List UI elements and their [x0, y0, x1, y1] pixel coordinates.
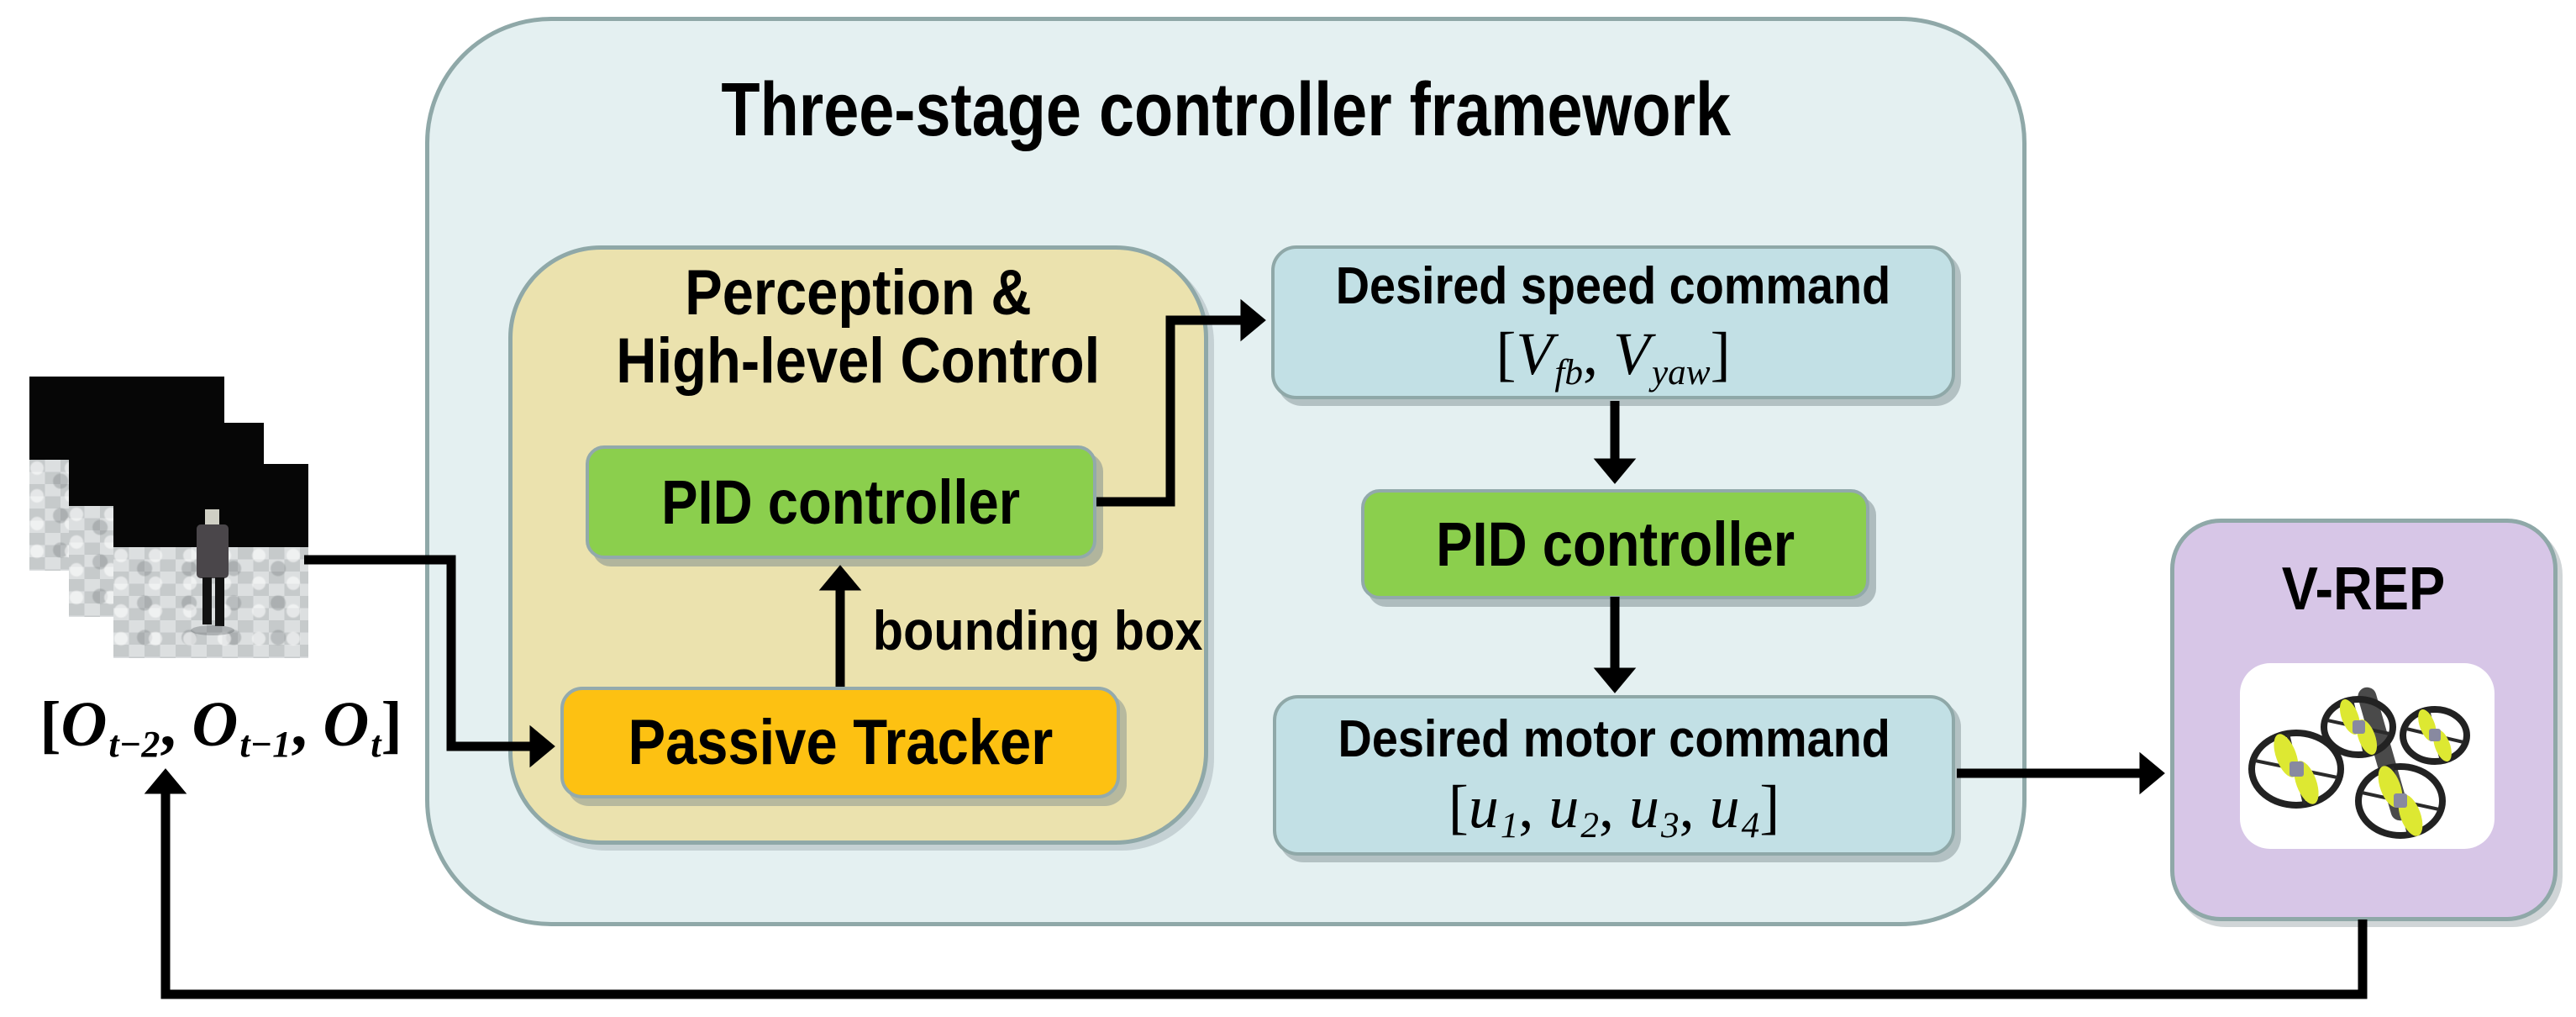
pid-controller-low-level-node: PID controller — [1361, 489, 1869, 599]
motor-command-title: Desired motor command — [1338, 709, 1890, 768]
framework-title: Three-stage controller framework — [721, 68, 1731, 152]
target-person-figure — [191, 509, 234, 635]
speed-command-formula: [Vfb, Vyaw] — [1496, 319, 1731, 393]
pid-controller-high-level-node: PID controller — [586, 445, 1096, 559]
desired-motor-command-node: Desired motor command [u1, u2, u3, u4] — [1273, 695, 1955, 856]
vrep-title: V-REP — [2282, 556, 2446, 623]
speed-command-title: Desired speed command — [1335, 256, 1891, 315]
bounding-box-edge-label: bounding box — [872, 599, 1203, 661]
motor-command-formula: [u1, u2, u3, u4] — [1448, 772, 1780, 846]
perception-group-title: Perception & High-level Control — [616, 257, 1101, 397]
passive-tracker-node: Passive Tracker — [560, 687, 1120, 798]
desired-speed-command-node: Desired speed command [Vfb, Vyaw] — [1271, 245, 1955, 399]
frame-ground — [113, 547, 308, 658]
quadcopter-icon — [2248, 687, 2470, 839]
vrep-simulator-node: V-REP — [2170, 519, 2558, 921]
drone-image — [2240, 663, 2495, 849]
observation-frame-3 — [113, 464, 308, 658]
observations-label: [Ot−2, Ot−1, Ot] — [39, 689, 402, 766]
